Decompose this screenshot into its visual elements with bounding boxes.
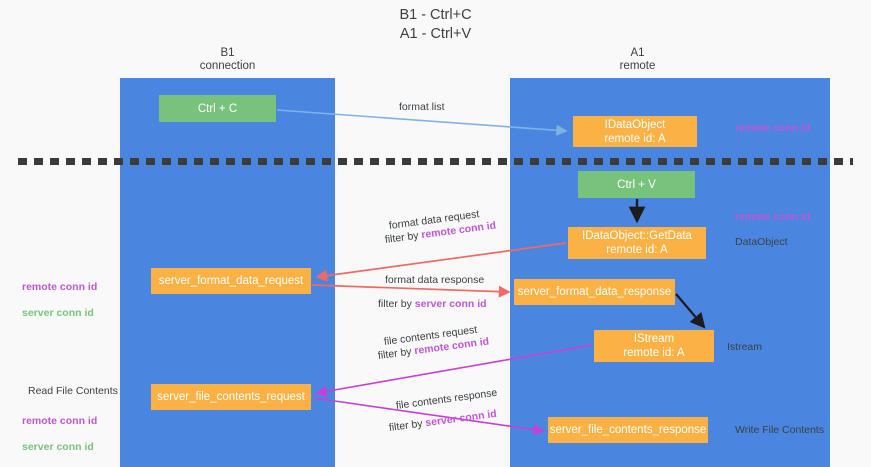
filter-key-server-conn-id: server conn id	[424, 407, 498, 430]
section-divider-dashed	[18, 158, 853, 165]
label-format-data-response-filter: filter by server conn id	[378, 298, 487, 311]
annotation-istream: Istream	[727, 341, 763, 353]
label-file-contents-response-filter: filter by server conn id	[388, 408, 497, 435]
legend-server-conn-id: server conn id	[22, 307, 94, 319]
node-idataobject-getdata[interactable]: IDataObject::GetData remote id: A	[568, 227, 706, 259]
column-header-b1: B1 connection	[199, 47, 256, 72]
node-server-file-contents-request[interactable]: server_file_contents_request	[151, 384, 311, 410]
filter-key-server-conn-id: server conn id	[414, 298, 487, 310]
annotation-dataobject: DataObject	[735, 236, 788, 248]
annotation-remote-conn-id-mid: remote conn id	[735, 211, 811, 223]
node-ctrl-v[interactable]: Ctrl + V	[578, 171, 695, 198]
node-server-file-contents-response[interactable]: server_file_contents_response	[548, 417, 708, 443]
filter-prefix: filter by	[377, 345, 416, 362]
node-server-format-data-request[interactable]: server_format_data_request	[151, 268, 311, 294]
node-ctrl-c[interactable]: Ctrl + C	[159, 95, 276, 122]
filter-prefix: filter by	[388, 417, 427, 434]
filter-prefix: filter by	[378, 298, 415, 310]
annotation-conn-id-legend-top: remote conn id server conn id	[22, 268, 97, 333]
column-header-a1: A1 remote	[619, 47, 656, 72]
annotation-read-file-contents: Read File Contents	[28, 385, 118, 397]
legend-server-conn-id-2: server conn id	[22, 441, 94, 453]
label-format-list: format list	[399, 101, 445, 113]
legend-remote-conn-id: remote conn id	[22, 281, 98, 293]
page-title: B1 - Ctrl+C A1 - Ctrl+V	[399, 7, 472, 42]
node-server-format-data-response[interactable]: server_format_data_response	[514, 279, 675, 305]
annotation-remote-conn-id-top: remote conn id	[735, 122, 811, 134]
label-format-data-response: format data response	[385, 274, 485, 286]
annotation-write-file-contents: Write File Contents	[735, 424, 825, 436]
legend-remote-conn-id-2: remote conn id	[22, 415, 98, 427]
annotation-conn-id-legend-bottom: remote conn id server conn id	[22, 402, 97, 467]
node-idataobject[interactable]: IDataObject remote id: A	[573, 116, 697, 147]
node-istream[interactable]: IStream remote id: A	[594, 330, 714, 362]
